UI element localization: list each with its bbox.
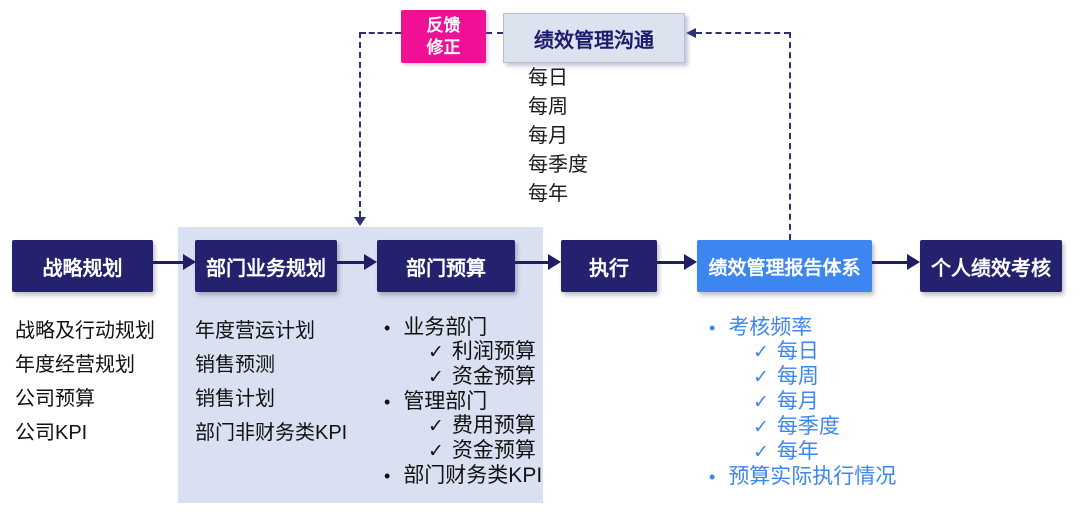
check-icon: ✓ [428, 441, 444, 462]
flow-arrow-line [337, 261, 365, 264]
list-item-label: 每季度 [776, 415, 840, 438]
list-item: ✓ 每周 [702, 365, 896, 390]
list-item: 每日 [528, 67, 568, 89]
list-item: 每周 [528, 96, 568, 118]
check-icon: ✓ [753, 392, 769, 413]
feedback-correction-line2: 修正 [426, 37, 461, 57]
list-item-label: 业务部门 [403, 316, 488, 339]
list-item: 每季度 [528, 154, 588, 176]
feedback-connector-right-horizontal [696, 32, 790, 34]
list-item: 年度经营规划 [15, 354, 135, 376]
list-item: ✓ 每年 [702, 440, 896, 465]
flow-arrow-line [153, 261, 184, 264]
list-item: ✓ 每日 [702, 340, 896, 365]
list-item-label: 资金预算 [451, 365, 536, 388]
flow-arrow-line [872, 261, 908, 264]
arrow-left-icon [686, 28, 696, 38]
check-icon: ✓ [753, 417, 769, 438]
list-item-label: 费用预算 [451, 414, 536, 437]
feedback-connector-left-vertical [359, 32, 361, 217]
list-item-label: 每月 [776, 390, 819, 413]
list-item: • 部门财务类KPI [377, 464, 542, 488]
check-icon: ✓ [753, 442, 769, 463]
list-item: 年度营运计划 [195, 320, 315, 342]
list-item: • 管理部门 [377, 390, 542, 414]
list-item-label: 每日 [776, 340, 819, 363]
list-item: ✓ 资金预算 [377, 365, 542, 390]
feedback-connector-middle-horizontal [486, 32, 503, 34]
list-item-label: 管理部门 [403, 390, 488, 413]
list-item: 销售计划 [195, 388, 275, 410]
list-item: 部门非财务类KPI [195, 422, 348, 444]
dept-planning-details-list: 年度营运计划 销售预测 销售计划 部门非财务类KPI [195, 314, 347, 450]
check-icon: ✓ [428, 416, 444, 437]
flow-arrow-line [657, 261, 685, 264]
bullet-icon: • [709, 467, 716, 487]
list-item: 战略及行动规划 [15, 320, 155, 342]
list-item: 公司KPI [15, 422, 88, 444]
arrow-right-icon [684, 254, 697, 270]
flow-box-performance-report-system: 绩效管理报告体系 [697, 240, 872, 292]
feedback-correction-line1: 反馈 [426, 15, 461, 35]
check-icon: ✓ [753, 367, 769, 388]
feedback-connector-right-vertical [789, 32, 791, 240]
check-icon: ✓ [753, 342, 769, 363]
flow-box-dept-business-planning: 部门业务规划 [195, 240, 337, 292]
strategy-details-list: 战略及行动规划 年度经营规划 公司预算 公司KPI [15, 314, 155, 450]
flow-arrow-line [515, 261, 549, 264]
list-item: ✓ 费用预算 [377, 414, 542, 439]
flow-box-execution: 执行 [561, 240, 657, 292]
arrow-down-icon [354, 217, 366, 226]
flow-box-dept-budget: 部门预算 [377, 240, 515, 292]
list-item: 公司预算 [15, 388, 95, 410]
list-item: 每年 [528, 183, 568, 205]
bullet-icon: • [709, 318, 716, 338]
list-item: ✓ 利润预算 [377, 340, 542, 365]
feedback-correction-box: 反馈 修正 [401, 10, 486, 63]
bullet-icon: • [384, 318, 391, 338]
communication-frequency-list: 每日 每周 每月 每季度 每年 [528, 64, 588, 209]
report-details-list: • 考核频率 ✓ 每日 ✓ 每周 ✓ 每月 ✓ 每季度 ✓ 每年 • 预算实际执… [702, 316, 896, 489]
arrow-right-icon [907, 254, 920, 270]
list-item-label: 部门财务类KPI [403, 464, 543, 487]
list-item-label: 资金预算 [451, 439, 536, 462]
list-item-label: 利润预算 [451, 340, 536, 363]
performance-communication-box: 绩效管理沟通 [503, 13, 685, 63]
list-item-label: 每年 [776, 440, 819, 463]
list-item: 销售预测 [195, 354, 275, 376]
check-icon: ✓ [428, 342, 444, 363]
list-item: • 考核频率 [702, 316, 896, 340]
list-item-label: 每周 [776, 365, 819, 388]
bullet-icon: • [384, 466, 391, 486]
bullet-icon: • [384, 392, 391, 412]
flow-box-individual-performance-review: 个人绩效考核 [920, 240, 1062, 292]
list-item: • 业务部门 [377, 316, 542, 340]
list-item: ✓ 每季度 [702, 415, 896, 440]
list-item-label: 考核频率 [728, 316, 813, 339]
feedback-connector-left-horizontal [360, 32, 401, 34]
list-item: • 预算实际执行情况 [702, 465, 896, 489]
check-icon: ✓ [428, 367, 444, 388]
flow-box-strategic-planning: 战略规划 [12, 240, 153, 292]
arrow-right-icon [364, 254, 377, 270]
list-item: ✓ 资金预算 [377, 439, 542, 464]
list-item-label: 预算实际执行情况 [728, 465, 897, 488]
arrow-right-icon [548, 254, 561, 270]
list-item: ✓ 每月 [702, 390, 896, 415]
budget-details-list: • 业务部门 ✓ 利润预算 ✓ 资金预算 • 管理部门 ✓ 费用预算 ✓ 资金预… [377, 316, 542, 488]
arrow-right-icon [183, 254, 196, 270]
list-item: 每月 [528, 125, 568, 147]
